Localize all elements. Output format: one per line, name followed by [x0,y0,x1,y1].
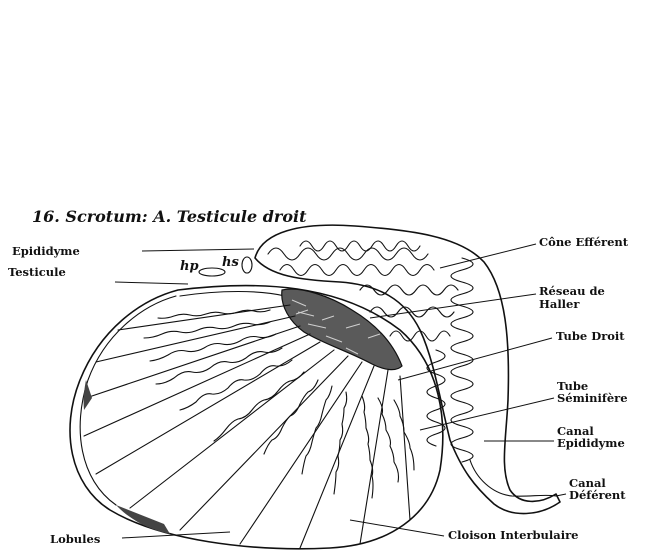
hydatid-sessile [242,257,252,273]
label-hp: hp [180,259,199,274]
epididymis-outline [255,225,560,513]
label-tube-seminifere-2: Séminifère [557,391,628,405]
label-cloison: Cloison Interbulaire [448,528,578,542]
label-tube-droit: Tube Droit [556,329,625,343]
label-hs: hs [222,255,239,270]
label-cone-efferent: Cône Efférent [539,235,629,249]
label-canal-epididyme-2: Epididyme [557,436,625,450]
figure-caption-clipped: 16. Scrotum: A. Testicule droit [32,207,307,226]
label-reseau-2: Haller [539,297,580,311]
label-lobules: Lobules [50,532,100,546]
label-reseau-1: Réseau de [539,284,605,298]
rete-testis [282,289,402,370]
label-epididyme: Epididyme [12,244,80,258]
label-testicule: Testicule [8,265,66,279]
figure-caption: 16. Scrotum: A. Testicule droit [32,207,307,226]
epididymal-canal [427,258,556,496]
label-canal-deferent-2: Déférent [569,488,626,502]
